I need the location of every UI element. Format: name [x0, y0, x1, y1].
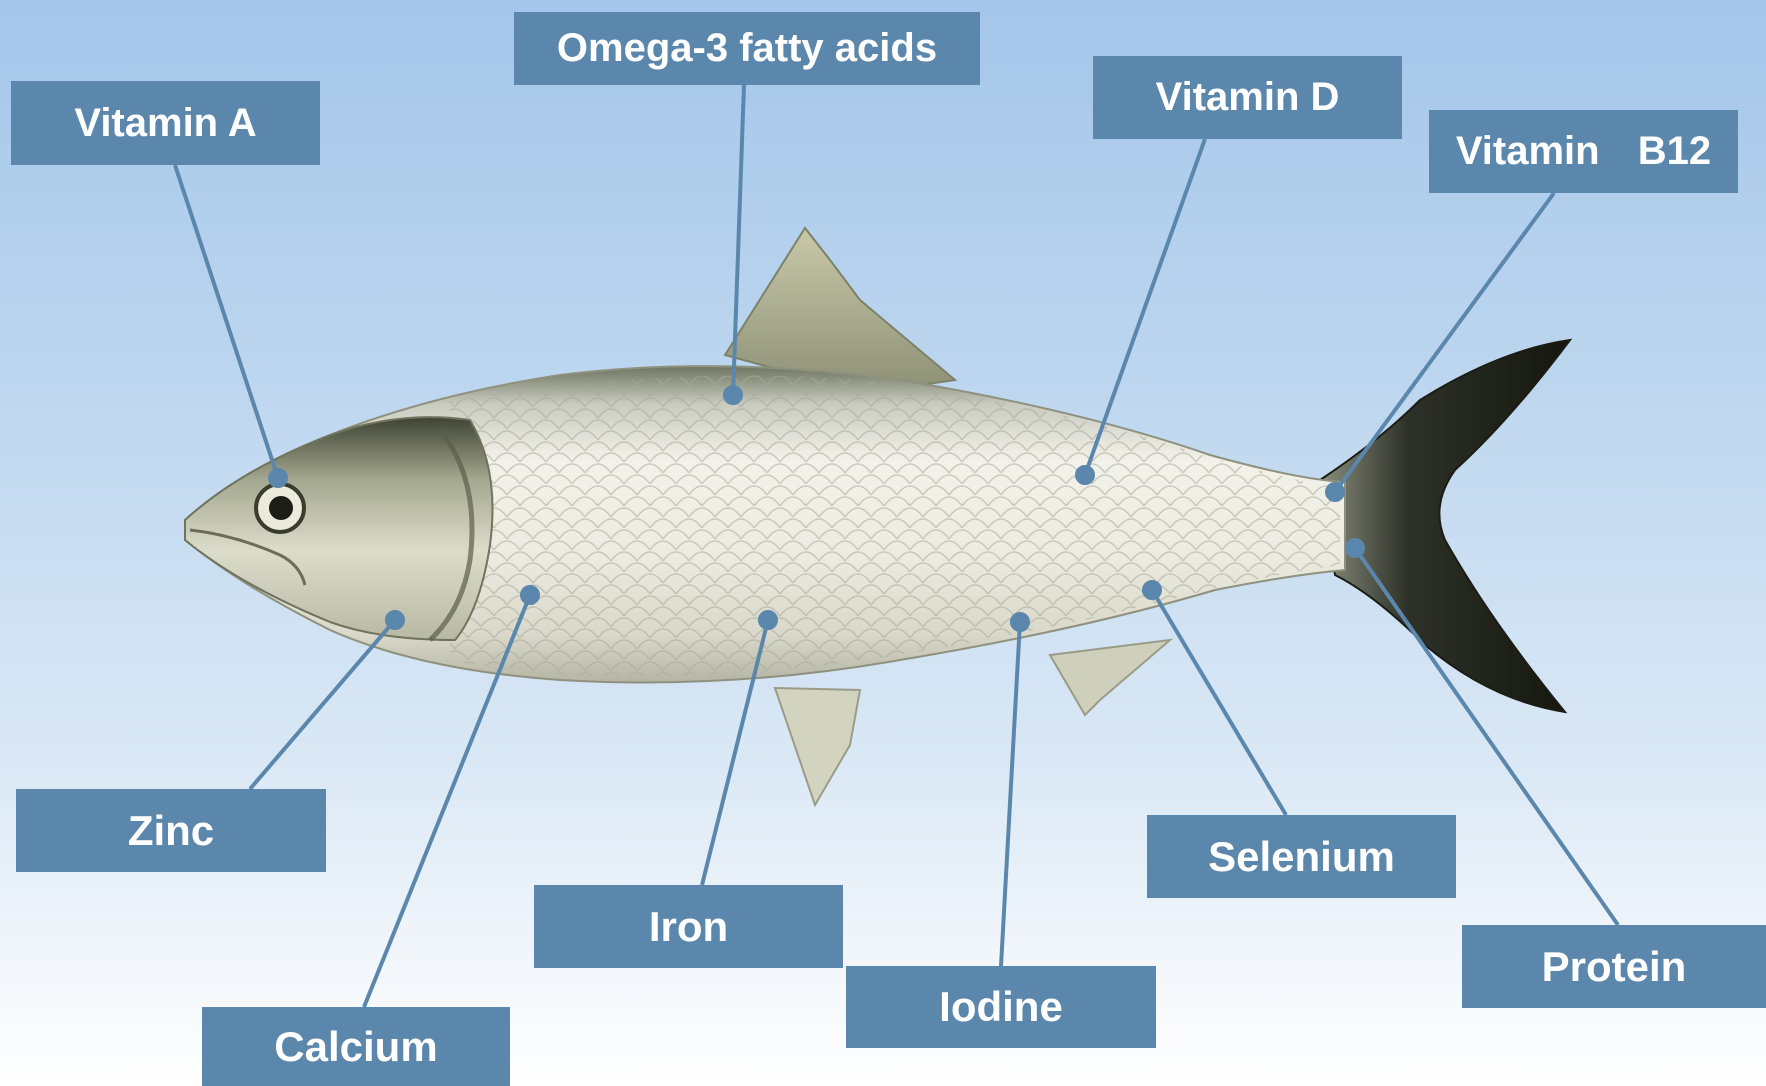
- label-vitamin-a: Vitamin A: [11, 81, 320, 165]
- pelvic-fin: [775, 688, 860, 805]
- marker-calcium: [522, 587, 538, 603]
- dorsal-fin: [725, 228, 955, 388]
- label-zinc-text: Zinc: [128, 807, 214, 855]
- marker-vitamin-b12: [1327, 484, 1343, 500]
- label-protein-text: Protein: [1542, 943, 1687, 991]
- scale-texture: [450, 375, 1340, 675]
- label-calcium-text: Calcium: [274, 1023, 437, 1071]
- marker-protein: [1347, 540, 1363, 556]
- fish-head: [185, 417, 493, 640]
- marker-zinc: [387, 612, 403, 628]
- marker-selenium: [1144, 582, 1160, 598]
- marker-vitamin-d: [1077, 467, 1093, 483]
- label-zinc: Zinc: [16, 789, 326, 872]
- leader-zinc: [250, 620, 395, 789]
- marker-iodine: [1012, 614, 1028, 630]
- leader-selenium: [1152, 590, 1286, 815]
- label-vitamin-d: Vitamin D: [1093, 56, 1402, 139]
- fish-icon: [185, 228, 1570, 805]
- label-calcium: Calcium: [202, 1007, 510, 1086]
- marker-omega3: [725, 387, 741, 403]
- label-selenium-text: Selenium: [1208, 833, 1395, 881]
- label-vitamin-b12-text: Vitamin B12: [1456, 129, 1711, 174]
- label-selenium: Selenium: [1147, 815, 1456, 898]
- anal-fin: [1050, 640, 1170, 715]
- label-iron-text: Iron: [649, 903, 728, 951]
- label-omega3-text: Omega-3 fatty acids: [557, 26, 937, 71]
- label-protein: Protein: [1462, 925, 1766, 1008]
- tail-fin: [1320, 340, 1570, 712]
- label-iodine: Iodine: [846, 966, 1156, 1048]
- label-vitamin-b12: Vitamin B12: [1429, 110, 1738, 193]
- marker-iron: [760, 612, 776, 628]
- fish-pupil: [269, 496, 293, 520]
- label-iron: Iron: [534, 885, 843, 968]
- label-omega3: Omega-3 fatty acids: [514, 12, 980, 85]
- leader-vitamin-a: [175, 165, 278, 478]
- label-vitamin-a-text: Vitamin A: [74, 101, 256, 146]
- leader-iodine: [1001, 622, 1020, 966]
- marker-vitamin-a: [270, 470, 286, 486]
- label-vitamin-d-text: Vitamin D: [1156, 75, 1340, 120]
- leader-vitamin-d: [1085, 139, 1205, 475]
- label-iodine-text: Iodine: [939, 983, 1063, 1031]
